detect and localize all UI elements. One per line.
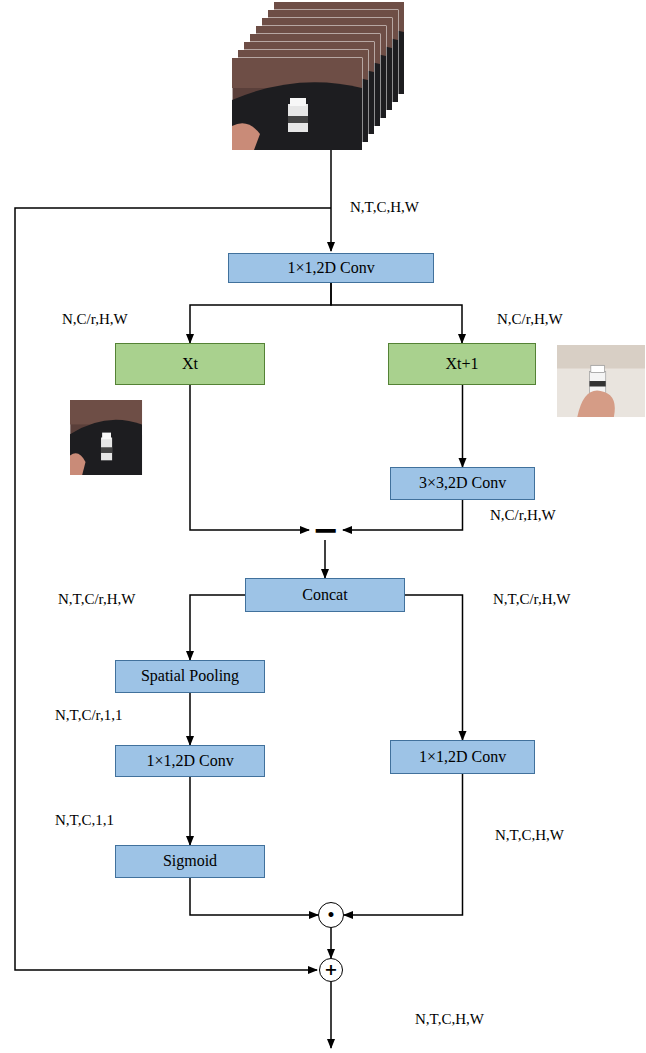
node-text: Xt+1 xyxy=(445,355,478,373)
connector-arrow xyxy=(190,878,318,915)
conv-box: 1×1,2D Conv xyxy=(390,740,535,774)
connector-arrow xyxy=(343,500,463,530)
dimension-label: N,T,C,1,1 xyxy=(55,812,114,829)
connector-arrow xyxy=(190,385,309,530)
conv-box: 3×3,2D Conv xyxy=(390,467,535,500)
dimension-label: N,C/r,H,W xyxy=(62,311,128,328)
feature-box: Xt+1 xyxy=(388,343,536,385)
node-text: Xt xyxy=(182,355,198,373)
concat-box: Concat xyxy=(245,578,405,612)
video-frame-stack xyxy=(232,2,404,150)
connector-arrow xyxy=(189,777,191,845)
dimension-label: N,C/r,H,W xyxy=(490,507,556,524)
multiply-circle: • xyxy=(318,902,344,928)
input-arrow xyxy=(330,150,332,251)
connector-arrow xyxy=(405,595,463,740)
connector-arrow xyxy=(330,928,332,958)
dimension-label: N,C/r,H,W xyxy=(497,311,563,328)
dimension-label: N,T,C,H,W xyxy=(350,199,419,216)
node-text: Sigmoid xyxy=(163,852,217,870)
node-text: 1×1,2D Conv xyxy=(419,748,506,766)
node-text: Spatial Pooling xyxy=(141,667,239,685)
connector-arrow xyxy=(190,595,245,660)
dimension-label: N,T,C/r,H,W xyxy=(58,591,135,608)
dimension-label: N,T,C/r,H,W xyxy=(493,591,570,608)
output-arrow xyxy=(330,982,332,1048)
node-text: 3×3,2D Conv xyxy=(419,474,506,492)
conv-box: 1×1,2D Conv xyxy=(228,253,434,283)
dimension-label: N,T,C/r,1,1 xyxy=(55,707,122,724)
subtract-symbol: − xyxy=(309,520,343,540)
node-text: − xyxy=(313,514,340,546)
node-text: + xyxy=(324,962,337,978)
connector-arrow xyxy=(189,693,191,745)
dimension-label: N,T,C,H,W xyxy=(415,1011,484,1028)
connector-arrow xyxy=(344,774,463,915)
add-circle: + xyxy=(319,958,343,982)
frame-t1-photo xyxy=(557,345,645,417)
conv-box: 1×1,2D Conv xyxy=(115,745,265,777)
connector-arrow xyxy=(190,283,331,343)
frame-t-photo xyxy=(70,400,142,475)
feature-box: Xt xyxy=(115,343,265,385)
dimension-label: N,T,C,H,W xyxy=(495,827,564,844)
sigmoid-box: Sigmoid xyxy=(115,845,265,878)
node-text: 1×1,2D Conv xyxy=(287,259,374,277)
connector-arrow xyxy=(331,283,462,343)
connector-arrow xyxy=(462,385,464,467)
node-text: • xyxy=(327,908,336,922)
node-text: 1×1,2D Conv xyxy=(146,752,233,770)
pooling-box: Spatial Pooling xyxy=(115,660,265,693)
node-text: Concat xyxy=(302,586,347,604)
